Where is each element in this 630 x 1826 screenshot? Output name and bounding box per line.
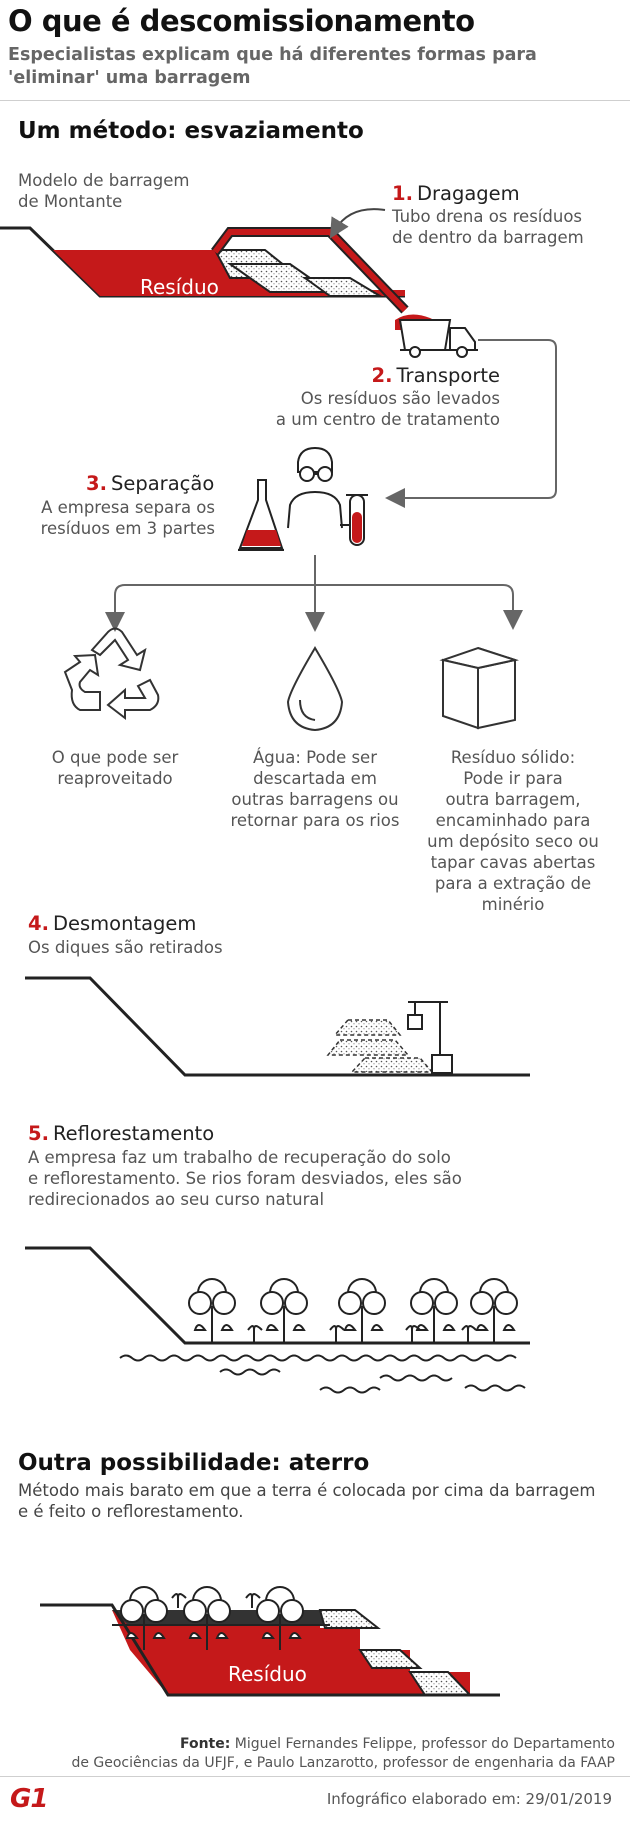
alternative-heading: Outra possibilidade: aterro xyxy=(18,1450,370,1476)
source-credit: Fonte: Miguel Fernandes Felippe, profess… xyxy=(20,1735,615,1773)
river-waves xyxy=(119,1354,526,1394)
dragagem-arrow xyxy=(329,208,386,239)
alternative-desc-line2: e é feito o reflorestamento. xyxy=(18,1502,244,1521)
step-4-desc: Os diques são retirados xyxy=(28,938,223,957)
step-3-desc-line2: resíduos em 3 partes xyxy=(40,519,215,538)
output-water-text: Água: Pode ser descartada em outras barr… xyxy=(215,747,415,831)
output-solid-line: outra barragem, xyxy=(445,790,581,809)
step-3-desc-line1: A empresa separa os xyxy=(41,498,215,517)
step-1-title: 1.Dragagem xyxy=(392,182,520,205)
step-4-title: 4.Desmontagem xyxy=(28,912,197,935)
dam-model-label: Modelo de barragem de Montante xyxy=(18,170,189,212)
footer-divider xyxy=(0,1776,630,1777)
output-recycle-line: O que pode ser xyxy=(51,748,179,767)
split-arrows xyxy=(105,555,523,632)
output-solid-line: minério xyxy=(481,895,545,914)
sprout-icon xyxy=(247,1325,477,1342)
g1-logo: G1 xyxy=(10,1784,48,1814)
page-title: O que é descomissionamento xyxy=(8,4,475,38)
step-5-desc-line1: A empresa faz um trabalho de recuperação… xyxy=(28,1148,451,1167)
step-1-desc-line1: Tubo drena os resíduos xyxy=(392,207,583,226)
method-heading: Um método: esvaziamento xyxy=(18,118,364,144)
step-1-desc-line2: de dentro da barragem xyxy=(392,228,584,247)
output-water-line: descartada em xyxy=(253,769,377,788)
dam-illustration xyxy=(0,226,445,330)
landfill-illustration xyxy=(40,1586,500,1697)
landfill-residue-label: Resíduo xyxy=(228,1662,307,1686)
scientist-icon xyxy=(238,446,368,551)
header-divider xyxy=(0,100,630,101)
dam-model-label-line1: Modelo de barragem xyxy=(18,171,190,190)
output-recycle-line: reaproveitado xyxy=(57,769,173,788)
alternative-desc: Método mais barato em que a terra é colo… xyxy=(18,1480,596,1522)
date-label: Infográfico elaborado em: xyxy=(326,1790,521,1808)
step-5-desc-line2: e reflorestamento. Se rios foram desviad… xyxy=(28,1169,462,1188)
tree-icon xyxy=(188,1278,236,1342)
step-2-title: 2.Transporte xyxy=(371,364,500,387)
crane-icon xyxy=(407,1001,453,1074)
output-solid-line: Pode ir para xyxy=(463,769,563,788)
output-water-line: retornar para os rios xyxy=(230,811,400,830)
step-5-title: 5.Reflorestamento xyxy=(28,1122,215,1145)
step-3-desc: A empresa separa os resíduos em 3 partes xyxy=(10,497,215,539)
step-2-desc-line2: a um centro de tratamento xyxy=(275,410,500,429)
alternative-desc-line1: Método mais barato em que a terra é colo… xyxy=(18,1481,596,1500)
output-solid-line: encaminhado para xyxy=(435,811,591,830)
output-solid-line: Resíduo sólido: xyxy=(450,748,576,767)
truck-icon xyxy=(398,319,478,358)
page-subtitle: Especialistas explicam que há diferentes… xyxy=(8,45,537,88)
recycle-icon xyxy=(63,627,160,721)
output-water-line: outras barragens ou xyxy=(231,790,399,809)
date-credit: Infográfico elaborado em: 29/01/2019 xyxy=(327,1790,612,1808)
source-line2: de Geociências da UFJF, e Paulo Lanzarot… xyxy=(71,1755,615,1771)
output-solid-text: Resíduo sólido: Pode ir para outra barra… xyxy=(408,747,618,915)
step-3-title: 3.Separação xyxy=(86,472,215,495)
output-solid-line: um depósito seco ou xyxy=(427,832,599,851)
water-drop-icon xyxy=(286,646,344,732)
source-line1: Miguel Fernandes Felippe, professor do D… xyxy=(234,1736,615,1752)
step-5-desc-line3: redirecionados ao seu curso natural xyxy=(28,1190,325,1209)
source-label: Fonte: xyxy=(179,1736,231,1752)
dam-model-label-line2: de Montante xyxy=(18,192,123,211)
transport-connector xyxy=(385,339,557,508)
sprout-icon xyxy=(171,1593,261,1608)
solid-cube-icon xyxy=(439,646,519,730)
date-value: 29/01/2019 xyxy=(525,1790,612,1808)
step-1-desc: Tubo drena os resíduos de dentro da barr… xyxy=(392,206,584,248)
output-water-line: Água: Pode ser xyxy=(253,748,377,767)
step-2-desc-line1: Os resíduos são levados xyxy=(300,389,500,408)
step-5-desc: A empresa faz um trabalho de recuperação… xyxy=(28,1147,462,1210)
output-recycle-text: O que pode ser reaproveitado xyxy=(15,747,215,789)
step-2-desc: Os resíduos são levados a um centro de t… xyxy=(200,388,500,430)
reforestation-illustration xyxy=(25,1246,530,1394)
output-solid-line: para a extração de xyxy=(434,874,592,893)
output-solid-line: tapar cavas abertas xyxy=(430,853,596,872)
residue-label: Resíduo xyxy=(140,275,219,299)
dismantling-illustration xyxy=(25,976,530,1077)
